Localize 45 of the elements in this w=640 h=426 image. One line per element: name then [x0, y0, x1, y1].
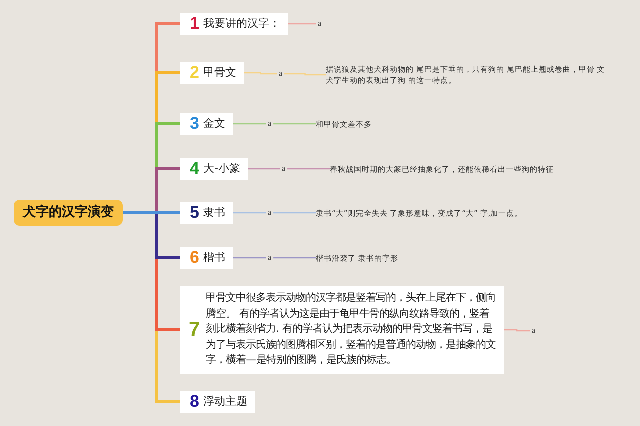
topic-box — [180, 391, 256, 413]
subtopic-text: a — [280, 164, 288, 174]
connector-line — [244, 72, 277, 75]
connector-line — [274, 212, 316, 214]
subtopic-text: a — [530, 326, 538, 336]
subtopic-text: a — [277, 69, 285, 79]
topic-number: 5 — [190, 203, 200, 223]
branch-line — [123, 212, 180, 214]
topic-title: 甲骨文 — [203, 65, 236, 81]
topic-title: 金文 — [203, 116, 226, 132]
topic-box — [180, 247, 234, 269]
topic-box — [180, 62, 244, 84]
topic-title: 甲骨文中很多表示动物的汉字都是竖着写的，头在上尾在下，侧向腾空。 有的学者认为这是由于龟甲牛骨的纵向纹路导致的，竖着刻比横着刻省力. 有的学者认为把表示动物的甲骨文竖着书写，是为了与表示氏族的图腾相区别，竖着的是普通的动物，是抽象的文字，横着—是特别的图腾，是氏族的标志。 — [206, 291, 498, 368]
topic-box — [180, 158, 248, 180]
connector-line — [274, 257, 316, 259]
connector-line — [284, 73, 326, 76]
central-topic: 犬字的汉字演变 — [14, 200, 123, 226]
topic-box — [180, 286, 504, 374]
subtopic-text: a — [266, 119, 274, 129]
topic-number: 2 — [190, 63, 200, 83]
connector-line — [504, 329, 530, 332]
subtopic-text: a — [266, 253, 274, 263]
subtopic-text: a — [266, 208, 274, 218]
topic-number: 3 — [190, 114, 200, 134]
topic-box — [180, 113, 234, 135]
topic-title: 隶书 — [203, 205, 226, 221]
connector-line — [288, 23, 316, 25]
topic-number: 6 — [190, 248, 200, 268]
topic-number: 1 — [190, 14, 200, 34]
connector-line — [233, 212, 266, 214]
connector-line — [288, 168, 330, 170]
connector-line — [274, 123, 316, 125]
topic-number: 4 — [190, 159, 200, 179]
topic-title: 大-小篆 — [203, 161, 240, 177]
topic-title: 我要讲的汉字： — [203, 16, 280, 32]
topic-box — [180, 13, 288, 35]
topic-box — [180, 202, 234, 224]
topic-title: 楷书 — [203, 250, 226, 266]
topic-number: 8 — [190, 392, 200, 412]
connector-line — [233, 123, 266, 125]
topic-title: 浮动主题 — [203, 394, 248, 410]
topic-number: 7 — [189, 319, 200, 341]
connector-line — [233, 257, 266, 259]
subtopic-text: a — [316, 19, 324, 29]
connector-line — [248, 168, 280, 170]
